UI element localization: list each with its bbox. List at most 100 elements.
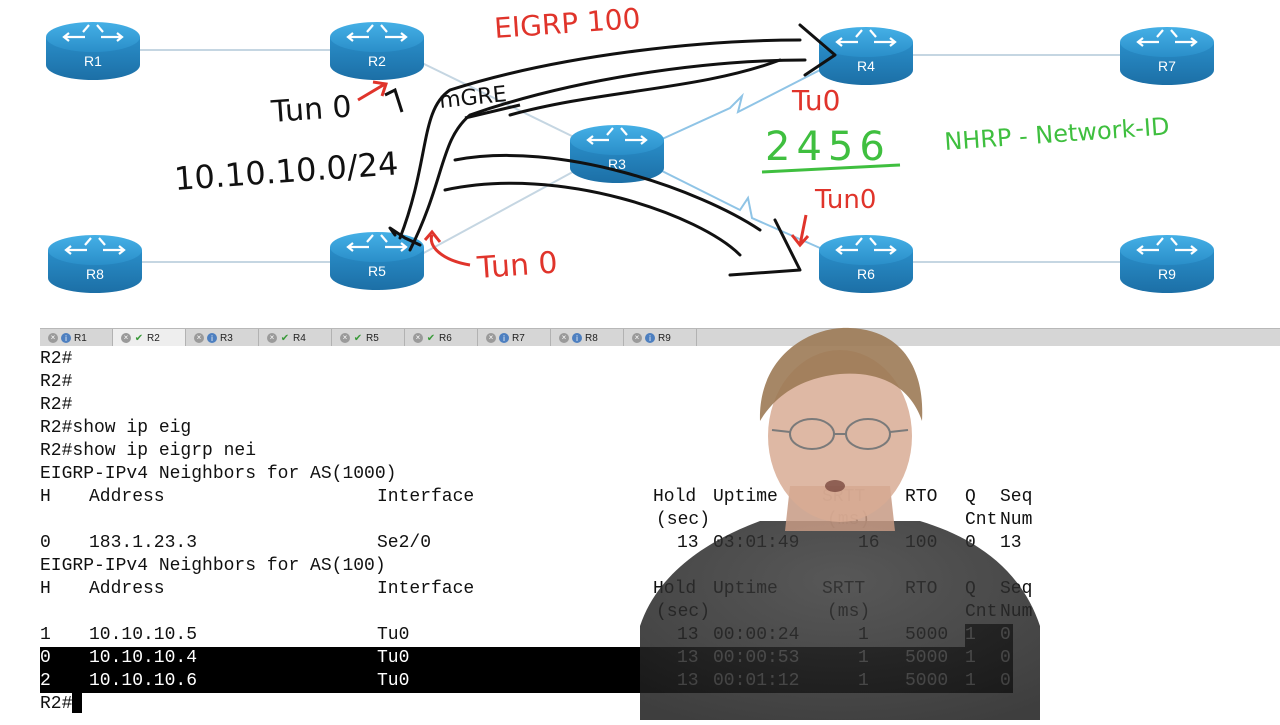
cell-uptime: 00:00:53	[713, 648, 800, 668]
cell-uptime: 03:01:49	[713, 533, 800, 553]
close-icon[interactable]: ×	[194, 333, 204, 343]
cell-q: 1	[965, 625, 976, 645]
info-icon: i	[61, 333, 71, 343]
arrowhead-r6	[728, 218, 802, 277]
cell-h: H	[40, 579, 51, 599]
cell-srtt: 1	[858, 648, 869, 668]
cell-q: 1	[965, 648, 976, 668]
router-r2: R2	[330, 22, 424, 80]
arrow-r5-stub	[388, 226, 422, 247]
close-icon[interactable]: ×	[632, 333, 642, 343]
tab-r5[interactable]: ×✔R5	[332, 329, 405, 347]
serial-links	[659, 69, 821, 249]
netid-underline	[761, 163, 901, 174]
cell-srtt: 1	[858, 625, 869, 645]
cell-interface: Interface	[377, 487, 475, 507]
close-icon[interactable]: ×	[413, 333, 423, 343]
cell-rto: RTO	[905, 487, 938, 507]
router-arrows-icon	[64, 237, 126, 255]
arrow-r2-to-r6	[453, 153, 762, 232]
tab-r6[interactable]: ×✔R6	[405, 329, 478, 347]
cell-interface: Tu0	[377, 625, 410, 645]
router-label: R2	[368, 53, 386, 69]
info-icon: i	[572, 333, 582, 343]
annotations: EIGRP 100 Tun 0 mGRE 10.10.10.0/24 Tun 0…	[173, 2, 1170, 286]
tun0-r6-annotation: Tun0	[814, 185, 876, 215]
terminal-line: R2#	[40, 349, 73, 369]
cell-srtt: SRTT	[822, 579, 866, 599]
cell-uptime: Uptime	[713, 579, 778, 599]
cell-hold: 13	[677, 671, 699, 691]
cell-rto: 100	[905, 533, 938, 553]
terminal-line: R2#show ip eig	[40, 418, 192, 438]
terminal-line: R2#	[40, 372, 73, 392]
tab-label: R5	[366, 332, 379, 344]
cell-hold: 13	[677, 648, 699, 668]
cell-seq: 0	[1000, 648, 1011, 668]
router-label: R4	[857, 58, 875, 74]
cell-interface: Tu0	[377, 671, 410, 691]
arrow-r2-to-r6-inner	[443, 181, 742, 257]
close-icon[interactable]: ×	[121, 333, 131, 343]
tab-label: R4	[293, 332, 306, 344]
cell-seq: 13	[1000, 533, 1022, 553]
cell-uptime: Uptime	[713, 487, 778, 507]
final-prompt: R2#	[40, 694, 73, 714]
cell-interface: Tu0	[377, 648, 410, 668]
cell-h: 0	[40, 648, 51, 668]
terminal-window[interactable]: R2# R2# R2# R2#show ip eig R2#show ip ei…	[40, 346, 1280, 720]
tab-label: R1	[74, 332, 87, 344]
cell-q: Q	[965, 487, 976, 507]
terminal-line: R2#	[40, 395, 73, 415]
subnet-annotation: 10.10.10.0/24	[173, 144, 400, 198]
close-icon[interactable]: ×	[267, 333, 277, 343]
cell-q: 0	[965, 533, 976, 553]
tab-label: R8	[585, 332, 598, 344]
tab-r4[interactable]: ×✔R4	[259, 329, 332, 347]
cell-q: Q	[965, 579, 976, 599]
close-icon[interactable]: ×	[486, 333, 496, 343]
cell-hold: Hold	[653, 487, 697, 507]
check-icon: ✔	[426, 332, 436, 344]
cell-seq: Seq	[1000, 487, 1033, 507]
close-icon[interactable]: ×	[340, 333, 350, 343]
router-label: R1	[84, 53, 102, 69]
router-label: R6	[857, 266, 875, 282]
close-icon[interactable]: ×	[48, 333, 58, 343]
cell-uptime: 00:01:12	[713, 671, 800, 691]
terminal-current-line[interactable]: R2#	[40, 693, 83, 716]
tu0-r4-annotation: Tu0	[791, 84, 840, 117]
cell-srtt: (ms)	[827, 510, 871, 530]
router-label: R8	[86, 266, 104, 282]
tab-r2[interactable]: ×✔R2	[113, 329, 186, 347]
cell-srtt: SRTT	[822, 487, 866, 507]
close-icon[interactable]: ×	[559, 333, 569, 343]
cell-h: 1	[40, 625, 51, 645]
cell-hold: 13	[677, 533, 699, 553]
eigrp-annotation: EIGRP 100	[493, 2, 641, 45]
cell-uptime: 00:00:24	[713, 625, 800, 645]
table1-title: EIGRP-IPv4 Neighbors for AS(1000)	[40, 464, 397, 484]
tu0-r5-annotation: Tun 0	[475, 245, 559, 286]
cell-rto: 5000	[905, 625, 949, 645]
terminal-margin	[0, 346, 40, 720]
router-r3: R3	[570, 125, 664, 183]
cell-interface: Interface	[377, 579, 475, 599]
link-r2-r3	[419, 61, 581, 141]
cell-hold: Hold	[653, 579, 697, 599]
router-r5: R5	[330, 232, 424, 290]
router-r6: R6	[819, 235, 913, 293]
tab-label: R2	[147, 332, 160, 344]
